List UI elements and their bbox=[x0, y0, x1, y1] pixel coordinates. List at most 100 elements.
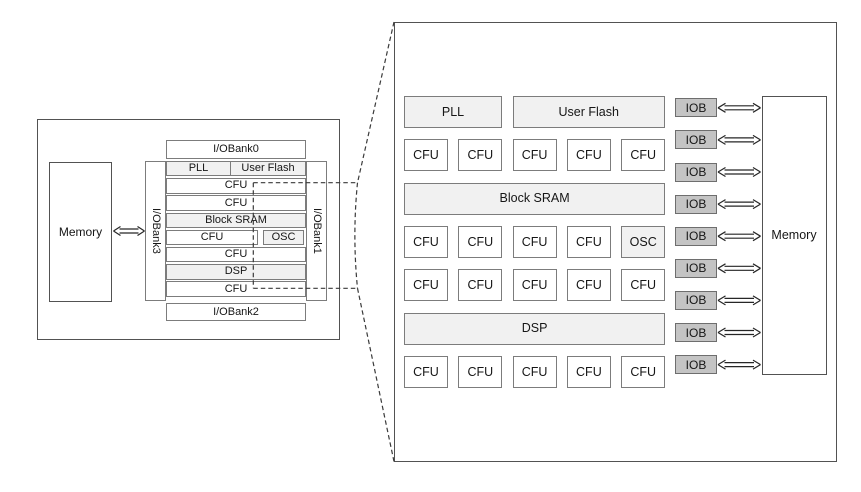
left-pll-block: PLL bbox=[166, 161, 231, 177]
cfu-block: CFU bbox=[566, 269, 611, 302]
cfu-block: CFU bbox=[458, 356, 503, 388]
left-cfu-row: CFU bbox=[166, 247, 306, 263]
cfu-label: CFU bbox=[413, 234, 439, 249]
cfu-block: CFU bbox=[566, 139, 611, 172]
iob-label: IOB bbox=[685, 293, 707, 308]
left-memory-block: Memory bbox=[49, 162, 112, 302]
iobank2-bar: I/OBank2 bbox=[166, 303, 306, 321]
iob-block: IOB bbox=[675, 130, 717, 150]
left-cfu-row: CFU bbox=[166, 229, 258, 246]
cfu-label: CFU bbox=[521, 364, 548, 379]
cfu-label: CFU bbox=[521, 234, 548, 249]
left-chip-outline bbox=[37, 119, 340, 340]
cfu-label: CFU bbox=[630, 148, 657, 163]
cfu-block: CFU bbox=[458, 226, 503, 258]
left-user-flash-block: User Flash bbox=[230, 161, 306, 177]
iobank3-strip: I/OBank3 bbox=[145, 161, 166, 301]
iobank2-label: I/OBank2 bbox=[213, 305, 259, 318]
cfu-block: CFU bbox=[512, 269, 557, 302]
cfu-block: CFU bbox=[621, 356, 666, 388]
iob-block: IOB bbox=[675, 226, 717, 246]
block-sram-label: Block SRAM bbox=[499, 191, 570, 206]
iob-label: IOB bbox=[685, 197, 707, 212]
left-pll-label: PLL bbox=[188, 162, 209, 175]
cfu-block: CFU bbox=[458, 269, 503, 302]
iob-label: IOB bbox=[685, 357, 707, 372]
iob-label: IOB bbox=[685, 165, 707, 179]
iob-block: IOB bbox=[675, 290, 717, 310]
cfu-block: CFU bbox=[512, 356, 557, 388]
left-cfu-label: CFU bbox=[224, 248, 248, 261]
left-osc-label: OSC bbox=[271, 230, 296, 243]
left-dsp-row: DSP bbox=[166, 264, 306, 280]
left-cfu-row: CFU bbox=[166, 281, 306, 297]
cfu-label: CFU bbox=[467, 234, 494, 249]
cfu-block: CFU bbox=[458, 139, 503, 172]
iobank0-label: I/OBank0 bbox=[213, 143, 259, 155]
cfu-block: CFU bbox=[566, 226, 611, 258]
cfu-block: CFU bbox=[404, 356, 448, 388]
cfu-block: CFU bbox=[512, 139, 557, 172]
cfu-block: CFU bbox=[404, 139, 448, 172]
left-cfu-label: CFU bbox=[224, 282, 248, 295]
left-block-sram-row: Block SRAM bbox=[166, 212, 306, 228]
iobank3-label: I/OBank3 bbox=[150, 208, 162, 254]
iob-block: IOB bbox=[675, 258, 717, 278]
osc-label: OSC bbox=[629, 234, 657, 249]
cfu-block: CFU bbox=[566, 356, 611, 388]
left-user-flash-label: User Flash bbox=[241, 162, 295, 175]
dsp-block: DSP bbox=[404, 312, 666, 345]
cfu-label: CFU bbox=[630, 364, 657, 379]
pll-block: PLL bbox=[404, 96, 502, 128]
right-detail-outline bbox=[394, 22, 837, 462]
right-memory-label: Memory bbox=[771, 228, 817, 242]
left-cfu-label: CFU bbox=[200, 230, 224, 243]
cfu-label: CFU bbox=[576, 148, 602, 163]
left-cfu-row: CFU bbox=[166, 195, 306, 211]
cfu-label: CFU bbox=[413, 364, 439, 379]
cfu-label: CFU bbox=[413, 278, 439, 293]
iob-block: IOB bbox=[675, 162, 717, 182]
iob-label: IOB bbox=[685, 325, 707, 340]
user-flash-block: User Flash bbox=[512, 96, 665, 128]
cfu-label: CFU bbox=[467, 278, 494, 293]
cfu-block: CFU bbox=[404, 269, 448, 302]
iob-block: IOB bbox=[675, 194, 717, 214]
dsp-label: DSP bbox=[521, 321, 548, 336]
osc-block: OSC bbox=[621, 226, 666, 258]
cfu-label: CFU bbox=[521, 148, 548, 163]
iobank1-label: I/OBank1 bbox=[311, 208, 323, 254]
user-flash-label: User Flash bbox=[558, 104, 619, 119]
iob-label: IOB bbox=[685, 100, 707, 115]
left-block-sram-label: Block SRAM bbox=[205, 213, 267, 226]
cfu-block: CFU bbox=[621, 139, 666, 172]
cfu-block: CFU bbox=[404, 226, 448, 258]
iob-block: IOB bbox=[675, 323, 717, 342]
left-dsp-label: DSP bbox=[224, 265, 248, 278]
left-memory-label: Memory bbox=[58, 225, 103, 239]
pll-label: PLL bbox=[441, 104, 465, 119]
iobank0-bar: I/OBank0 bbox=[166, 140, 306, 159]
left-cfu-row: CFU bbox=[166, 178, 306, 194]
iob-block: IOB bbox=[675, 98, 717, 118]
cfu-label: CFU bbox=[521, 278, 548, 293]
cfu-label: CFU bbox=[576, 278, 602, 293]
cfu-block: CFU bbox=[512, 226, 557, 258]
cfu-block: CFU bbox=[621, 269, 666, 302]
cfu-label: CFU bbox=[630, 278, 657, 293]
cfu-label: CFU bbox=[467, 148, 494, 163]
cfu-label: CFU bbox=[467, 364, 494, 379]
iobank1-strip: I/OBank1 bbox=[306, 161, 327, 301]
iob-label: IOB bbox=[685, 261, 707, 276]
iob-label: IOB bbox=[685, 132, 707, 147]
right-memory-block: Memory bbox=[761, 96, 827, 375]
left-cfu-label: CFU bbox=[224, 196, 248, 209]
cfu-label: CFU bbox=[576, 364, 602, 379]
left-osc-block: OSC bbox=[263, 229, 304, 246]
cfu-label: CFU bbox=[413, 148, 439, 163]
iob-label: IOB bbox=[685, 229, 707, 244]
cfu-label: CFU bbox=[576, 234, 602, 249]
left-cfu-label: CFU bbox=[224, 179, 248, 192]
block-sram-block: Block SRAM bbox=[404, 182, 666, 215]
